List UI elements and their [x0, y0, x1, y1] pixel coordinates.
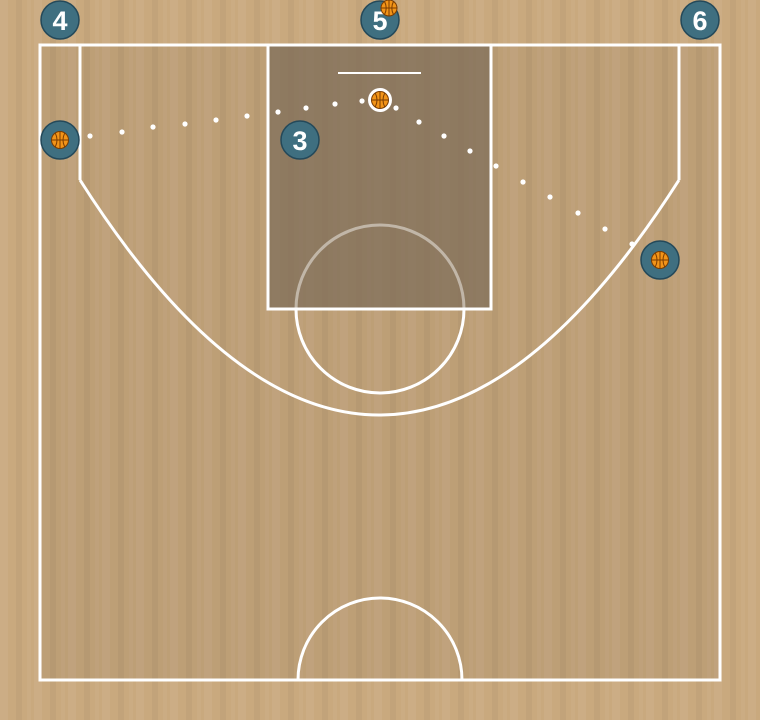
pass-dot — [213, 117, 219, 123]
player-number: 6 — [692, 6, 707, 36]
pass-line — [393, 105, 635, 247]
pass-dot — [393, 105, 399, 111]
free-throw-circle — [294, 223, 466, 310]
player-marker[interactable] — [640, 240, 680, 280]
rim-ball — [368, 88, 392, 112]
basketball-icon — [651, 251, 669, 269]
pass-dot — [332, 101, 338, 107]
pass-dot — [119, 129, 125, 135]
pass-dot — [87, 133, 93, 139]
pass-dot — [575, 210, 581, 216]
pass-dot — [547, 194, 553, 200]
pass-dot — [520, 179, 526, 185]
player-marker[interactable] — [40, 120, 80, 160]
pass-dot — [602, 226, 608, 232]
player-circle — [280, 120, 320, 160]
pass-dot — [275, 109, 281, 115]
pass-dot — [150, 124, 156, 130]
player-number: 3 — [292, 126, 307, 156]
pass-dot — [416, 119, 422, 125]
paint — [266, 43, 493, 311]
pass-dot — [441, 133, 447, 139]
sideline-boundary — [38, 43, 722, 682]
pass-dot — [467, 148, 473, 154]
player-number: 4 — [52, 6, 67, 36]
player-marker[interactable]: 4 — [40, 0, 80, 40]
pass-dot — [629, 241, 635, 247]
player-marker[interactable]: 5 — [360, 0, 400, 40]
basketball-icon — [51, 131, 69, 149]
center-circle — [296, 596, 464, 681]
pass-line — [87, 98, 365, 139]
three-point-line — [78, 179, 681, 417]
player-marker[interactable]: 3 — [280, 120, 320, 160]
pass-dot — [244, 113, 250, 119]
pass-dot — [182, 121, 188, 127]
player-circle — [40, 0, 80, 40]
player-circle — [680, 0, 720, 40]
pass-dot — [359, 98, 365, 104]
basketball-icon — [371, 91, 389, 109]
player-marker[interactable]: 6 — [680, 0, 720, 40]
free-throw-circle — [294, 308, 466, 395]
basketball-icon — [380, 0, 398, 17]
pass-dot — [303, 105, 309, 111]
pass-dot — [493, 163, 499, 169]
